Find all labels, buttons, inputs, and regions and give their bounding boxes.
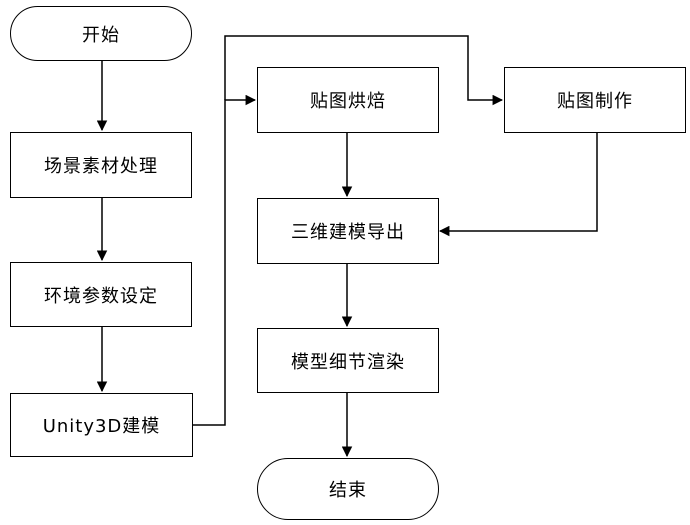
- texture-baking-node: 贴图烘焙: [257, 67, 439, 133]
- start-node: 开始: [10, 6, 192, 61]
- end-node: 结束: [257, 458, 439, 520]
- env-params-node: 环境参数设定: [10, 262, 192, 327]
- texture-making-node: 贴图制作: [504, 67, 686, 133]
- arrow-texture-to-export: [438, 133, 598, 237]
- arrow-unity-to-texture: [224, 35, 504, 106]
- model-export-node: 三维建模导出: [257, 198, 439, 264]
- unity-modeling-node: Unity3D建模: [10, 393, 193, 457]
- detail-render-node: 模型细节渲染: [257, 328, 439, 393]
- arrow-unity-to-bake: [193, 94, 257, 426]
- scene-processing-node: 场景素材处理: [10, 132, 192, 198]
